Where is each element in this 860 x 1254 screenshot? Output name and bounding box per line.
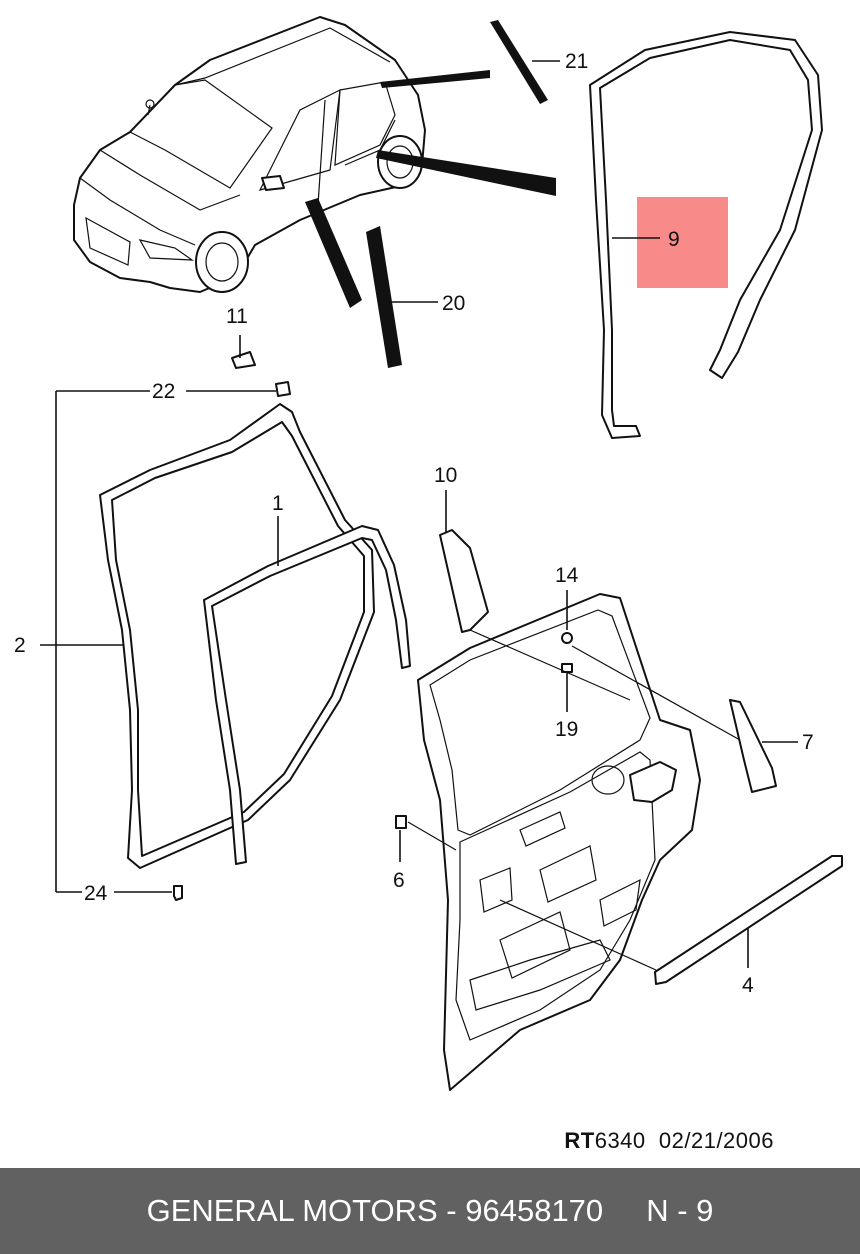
drawing-reference: RT6340 02/21/2006 [564, 1128, 774, 1154]
part-22-clip [275, 381, 291, 397]
car-illustration [73, 16, 426, 293]
callout-20: 20 [442, 292, 465, 315]
reference-number: 6340 [594, 1128, 646, 1153]
part-9-weatherstrip [589, 31, 823, 439]
callout-11: 11 [226, 305, 248, 328]
callout-14: 14 [555, 564, 579, 587]
leader-wedge-21 [490, 20, 548, 104]
callout-1: 1 [272, 492, 284, 515]
leader-wedge-20-a [305, 198, 362, 308]
parts-diagram: 21 20 9 11 22 2 24 1 10 [14, 16, 843, 1091]
footer-text: GENERAL MOTORS - 96458170 N - 9 [146, 1193, 714, 1228]
leader-wedge-20-b [366, 226, 402, 368]
reference-prefix: RT [564, 1128, 595, 1153]
callout-7: 7 [802, 731, 814, 754]
part-2-door-seal [99, 403, 375, 869]
callout-24: 24 [84, 882, 108, 905]
part-11-clip [231, 351, 256, 369]
part-14-bolt [561, 632, 573, 644]
rear-door-panel [417, 593, 701, 1091]
callout-2: 2 [14, 634, 26, 657]
callout-9: 9 [668, 228, 680, 251]
part-10-pillar-trim [439, 529, 489, 633]
part-7-corner-trim [729, 699, 777, 793]
footer-bar: GENERAL MOTORS - 96458170 N - 9 [0, 1168, 860, 1254]
callout-6: 6 [393, 869, 405, 892]
leader-wedge-seal-top [380, 70, 490, 88]
callout-21: 21 [565, 50, 588, 73]
part-4-moulding [654, 855, 843, 985]
leader-wedge-9 [376, 150, 556, 196]
callout-10: 10 [434, 464, 457, 487]
callout-19: 19 [555, 718, 578, 741]
part-1-glass-run [203, 525, 411, 865]
part-19-clip [561, 663, 573, 673]
part-24-clip [173, 885, 183, 901]
callout-22: 22 [152, 380, 175, 403]
part-6-screw [395, 815, 407, 829]
callout-4: 4 [742, 974, 754, 997]
reference-date: 02/21/2006 [658, 1128, 774, 1153]
highlight-part-9 [637, 197, 728, 288]
